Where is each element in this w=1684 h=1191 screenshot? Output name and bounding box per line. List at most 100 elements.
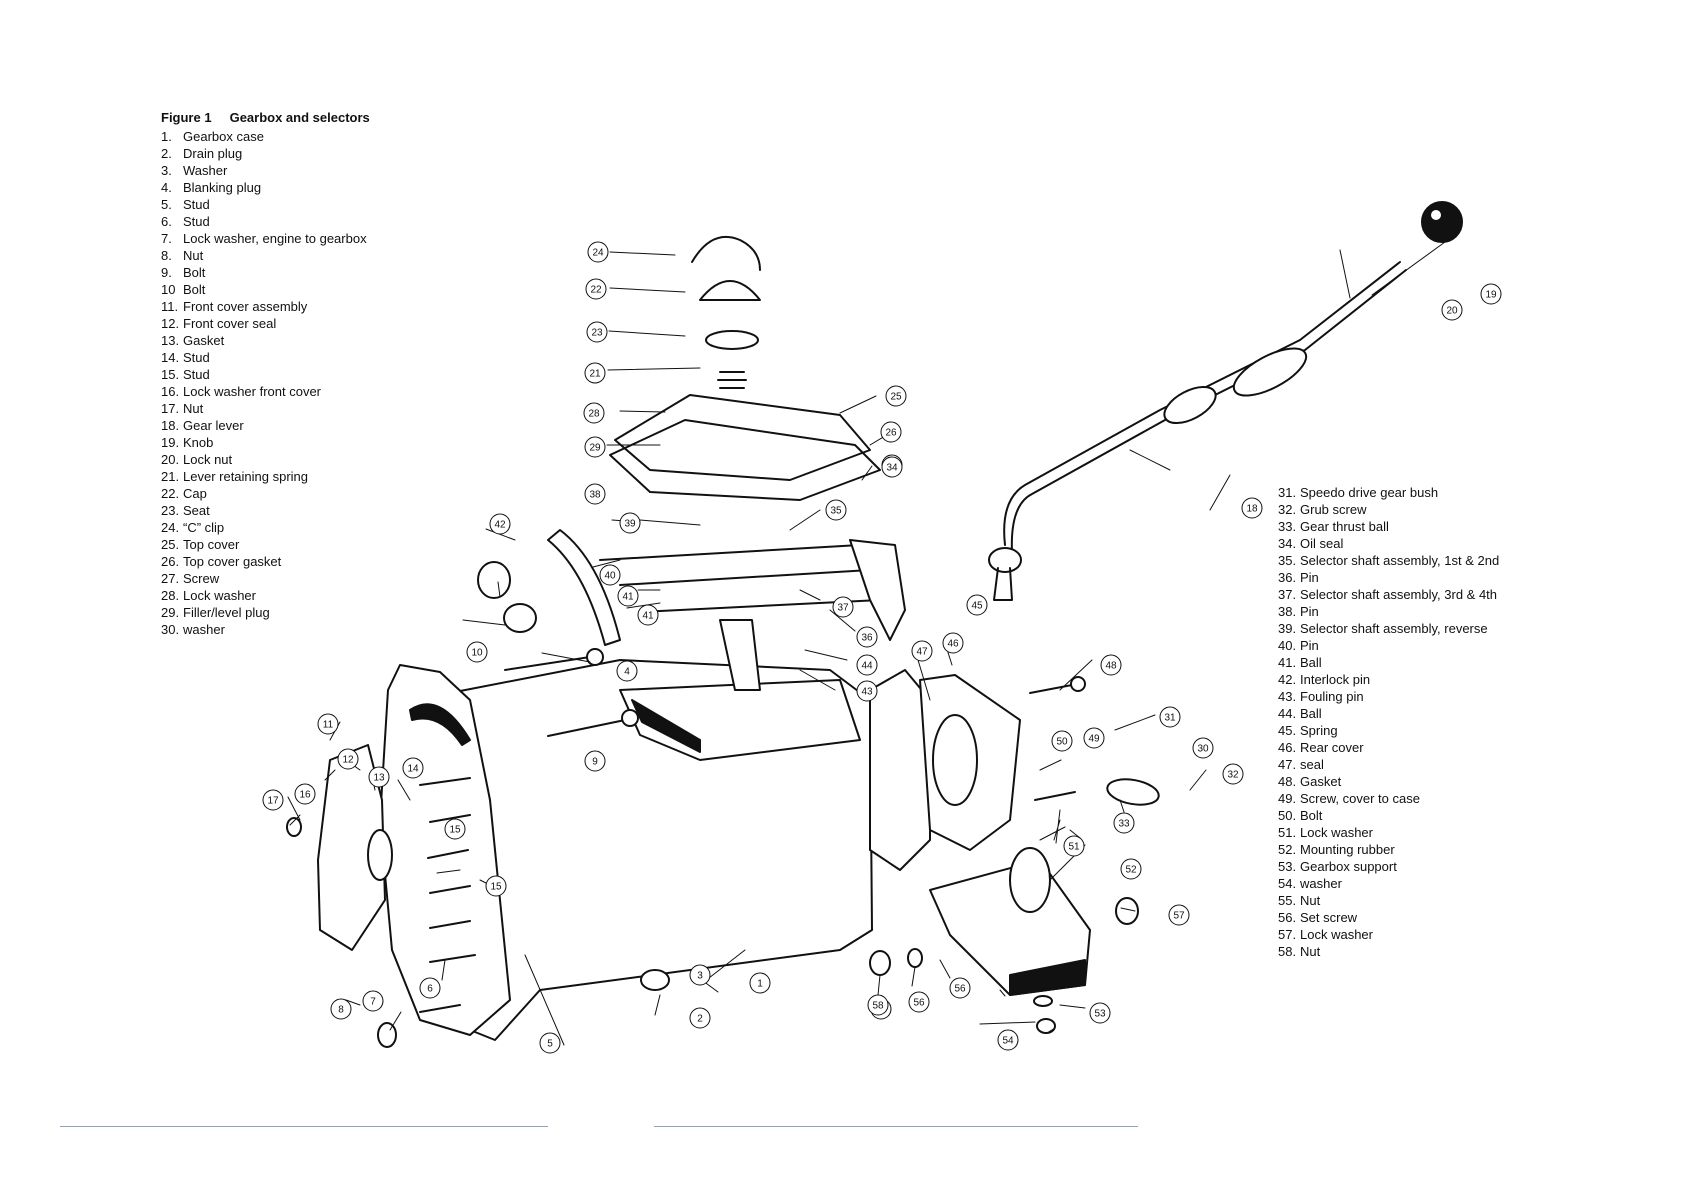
callout-50: 50 — [1051, 730, 1073, 752]
bell-housing-shadow — [409, 703, 471, 746]
legend-item: 58.Nut — [1278, 943, 1538, 960]
legend-item-label: Top cover gasket — [183, 554, 282, 569]
legend-item-number: 27. — [161, 571, 180, 586]
callout-circle — [402, 757, 424, 779]
callout-circle — [485, 875, 507, 897]
legend-item: 13.Gasket — [161, 332, 401, 349]
legend-item-number: 45. — [1278, 723, 1297, 738]
callout-circle — [584, 750, 606, 772]
callout-9: 9 — [584, 750, 606, 772]
legend-item-label: Ball — [1300, 706, 1322, 721]
legend-item-label: Stud — [183, 350, 210, 365]
callout-number: 16 — [299, 790, 311, 801]
callout-circle — [1083, 727, 1105, 749]
c-clip-shape — [691, 235, 761, 271]
callout-circle — [616, 660, 638, 682]
callout-circle — [689, 964, 711, 986]
knob-highlight — [1431, 210, 1441, 220]
legend-item-label: Lock washer front cover — [183, 384, 322, 399]
callout-number: 48 — [1105, 661, 1117, 672]
seat-shape — [705, 330, 759, 350]
legend-item-number: 57. — [1278, 927, 1297, 942]
legend-item-label: Stud — [183, 367, 210, 382]
callout-circle — [1480, 283, 1502, 305]
bolt-50-shape — [1034, 791, 1076, 801]
support-shadow — [1009, 959, 1086, 996]
callout-circle — [419, 977, 441, 999]
legend-item-label: Seat — [183, 503, 210, 518]
callout-circle — [337, 748, 359, 770]
speedo-bush-shape — [1106, 778, 1160, 806]
legend-item-label: washer — [1300, 876, 1342, 891]
callout-circle — [368, 766, 390, 788]
callout-31: 31 — [1159, 706, 1181, 728]
bolt-9-shape — [547, 719, 626, 737]
callout-circle — [966, 594, 988, 616]
nut-55-shape — [1036, 1018, 1056, 1034]
callout-56: 56 — [949, 977, 971, 999]
callout-36: 36 — [856, 626, 878, 648]
legend-item-number: 26. — [161, 554, 180, 569]
callout-58: 58 — [867, 994, 889, 1016]
legend-item-number: 49. — [1278, 791, 1297, 806]
stud-shape-b — [419, 777, 476, 1013]
legend-item: 46.Rear cover — [1278, 739, 1538, 756]
callout-circle — [1168, 904, 1190, 926]
callout-circle — [749, 972, 771, 994]
legend-item: 4.Blanking plug — [161, 179, 401, 196]
legend-item-label: Screw — [183, 571, 220, 586]
legend-item-number: 25. — [161, 537, 180, 552]
callout-circle — [885, 385, 907, 407]
legend-item-number: 31. — [1278, 485, 1297, 500]
legend-item-number: 14. — [161, 350, 180, 365]
callout-number: 20 — [1446, 306, 1458, 317]
nut-17-shape — [286, 817, 302, 837]
legend-item-number: 34. — [1278, 536, 1297, 551]
callout-number: 7 — [370, 997, 376, 1008]
legend-item: 49.Screw, cover to case — [1278, 790, 1538, 807]
gearbox-artwork — [286, 201, 1463, 1048]
callout-circle — [466, 641, 488, 663]
legend-item: 52.Mounting rubber — [1278, 841, 1538, 858]
callout-30: 30 — [1192, 737, 1214, 759]
legend-item-number: 43. — [1278, 689, 1297, 704]
callout-40: 40 — [599, 564, 621, 586]
callout-circle — [1192, 737, 1214, 759]
callout-number: 29 — [589, 443, 601, 454]
case-top-shadow — [631, 699, 701, 753]
legend-item-label: Selector shaft assembly, 3rd & 4th — [1300, 587, 1498, 602]
legend-item-number: 24. — [161, 520, 180, 535]
callout-circle — [586, 321, 608, 343]
nut-58-shape — [1115, 897, 1139, 925]
legend-item: 17.Nut — [161, 400, 401, 417]
callout-circle — [444, 818, 466, 840]
legend-item-number: 1. — [161, 129, 172, 144]
legend-item-label: Pin — [1300, 570, 1319, 585]
legend-item: 41.Ball — [1278, 654, 1538, 671]
gear-lever-grip — [1163, 385, 1217, 425]
legend-item-number: 3. — [161, 163, 172, 178]
legend-item-label: Selector shaft assembly, 1st & 2nd — [1300, 553, 1500, 568]
legend-item: 38.Pin — [1278, 603, 1538, 620]
callout-number: 36 — [861, 633, 873, 644]
callout-26: 26 — [880, 421, 902, 443]
legend-item: 48.Gasket — [1278, 773, 1538, 790]
callout-number: 44 — [861, 661, 873, 672]
callout-circle — [1120, 858, 1142, 880]
legend-item: 2.Drain plug — [161, 145, 401, 162]
lever-base-shape — [988, 547, 1022, 573]
callout-circle — [584, 362, 606, 384]
callout-17: 17 — [262, 789, 284, 811]
legend-item-label: seal — [1300, 757, 1324, 772]
legend-item: 39.Selector shaft assembly, reverse — [1278, 620, 1538, 637]
callout-number: 4 — [624, 667, 630, 678]
legend-item-label: Lever retaining spring — [183, 469, 309, 484]
callout-number: 32 — [1227, 770, 1239, 781]
callout-circle — [856, 680, 878, 702]
legend-item: 43.Fouling pin — [1278, 688, 1538, 705]
legend-item: 23.Seat — [161, 502, 401, 519]
legend-item: 24.“C” clip — [161, 519, 401, 536]
callout-34: 34 — [881, 456, 903, 478]
legend-item-label: washer — [183, 622, 225, 637]
